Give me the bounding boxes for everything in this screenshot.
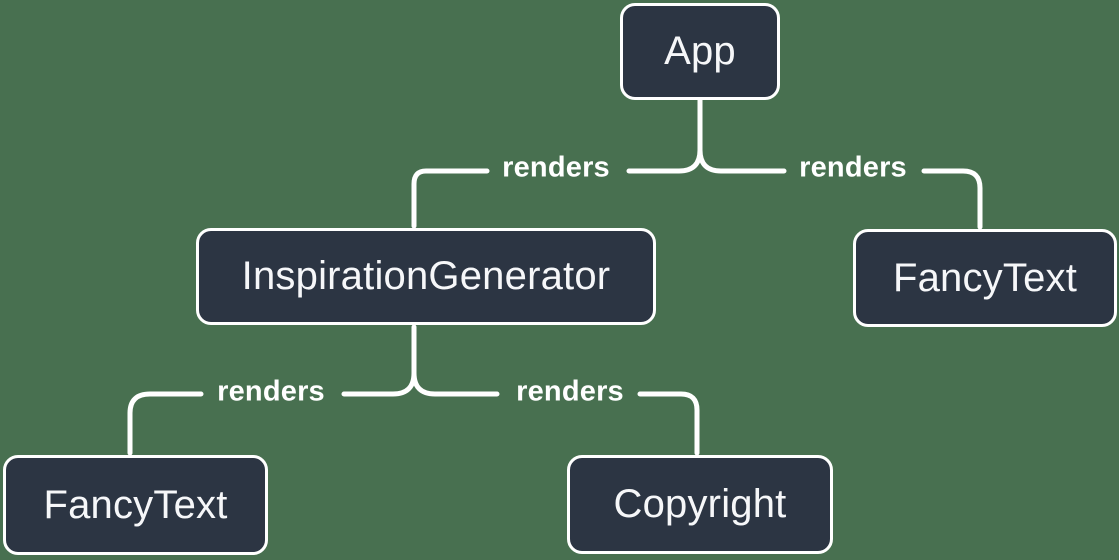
- edge-inspiration-to-copyright-drop: [637, 391, 700, 456]
- edge-inspiration-to-copyright-right-flare: [411, 370, 500, 397]
- edge-app-to-fancytext-right-flare: [697, 147, 787, 174]
- node-fancy-text-top-label: FancyText: [892, 255, 1078, 300]
- node-app-label: App: [664, 29, 736, 73]
- edge-inspiration-to-fancytext-drop: [127, 391, 204, 456]
- node-copyright-label: Copyright: [613, 482, 787, 526]
- edge-label-inspiration-fancytext: renders: [217, 375, 325, 408]
- edge-app-to-fancytext-drop: [921, 168, 983, 230]
- node-fancy-text-bottom: FancyText: [3, 455, 268, 555]
- node-copyright: Copyright: [567, 455, 833, 554]
- edge-app-to-inspiration-left-flare: [626, 147, 703, 174]
- edge-app-to-inspiration-drop: [411, 168, 490, 229]
- edge-inspiration-to-fancytext-left-flare: [341, 370, 417, 397]
- edge-label-app-inspiration: renders: [502, 151, 610, 184]
- node-fancy-text-top: FancyText: [853, 229, 1117, 327]
- node-app: App: [620, 3, 780, 100]
- edge-label-inspiration-copyright: renders: [516, 375, 624, 408]
- node-inspiration-generator-label: InspirationGenerator: [241, 254, 611, 298]
- node-inspiration-generator: InspirationGenerator: [196, 228, 656, 325]
- node-fancy-text-bottom-label: FancyText: [43, 482, 228, 527]
- edge-label-app-fancytext: renders: [799, 151, 907, 184]
